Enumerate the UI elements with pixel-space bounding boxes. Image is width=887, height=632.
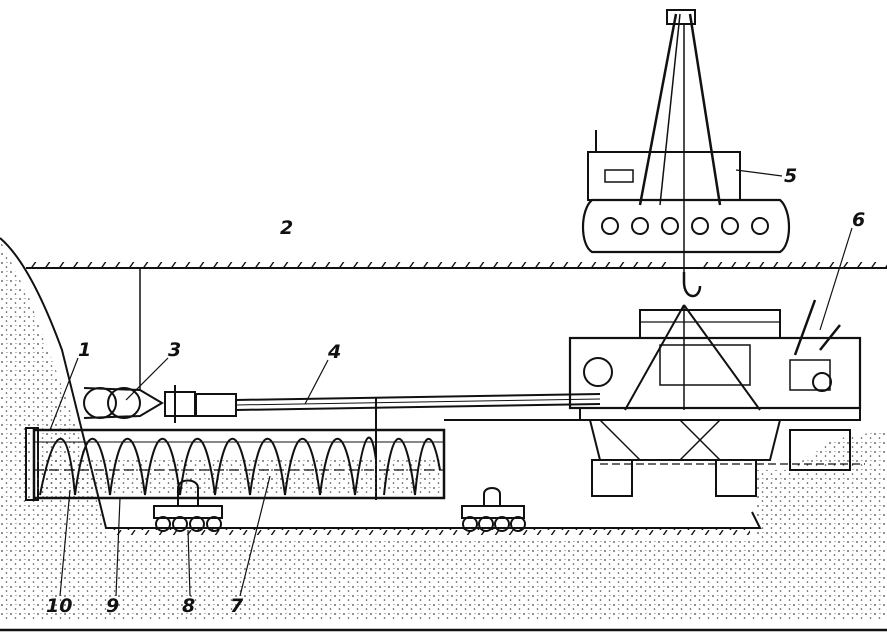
crane-hook [682, 272, 702, 298]
callout-6: 6 [852, 209, 865, 231]
callout-5: 5 [784, 165, 797, 187]
sling-right [683, 304, 761, 411]
leader-6 [819, 227, 853, 331]
leader-8 [187, 529, 191, 597]
crane-boom-left [638, 13, 678, 206]
support-carriage-left [153, 479, 223, 532]
boom-tip [666, 9, 696, 25]
surface-hatching [28, 262, 668, 268]
leader-lines [49, 169, 853, 597]
machine-flywheel [583, 357, 613, 387]
callout-7: 7 [230, 595, 244, 617]
soil-inside-pipe [36, 460, 442, 496]
right-soil-mound [755, 430, 887, 540]
callout-2: 2 [280, 217, 293, 239]
callout-10: 10 [46, 595, 72, 617]
callout-3: 3 [168, 339, 181, 361]
leader-1 [49, 357, 79, 431]
casing-pipe [25, 398, 446, 501]
callout-8: 8 [182, 595, 195, 617]
leader-3 [125, 357, 169, 401]
drive-wheel-2 [107, 387, 141, 419]
leader-9 [115, 497, 121, 597]
drive-ram [83, 385, 601, 430]
machine-truss [589, 419, 781, 461]
crane-boom-right [688, 13, 722, 206]
leader-5 [735, 169, 783, 177]
leader-10 [59, 489, 71, 597]
leader-4 [304, 359, 329, 405]
support-carriage-right [461, 487, 526, 532]
ram-cylinder [195, 393, 237, 417]
leader-7 [239, 475, 271, 597]
soil-bottom [0, 540, 887, 620]
callout-1: 1 [78, 339, 91, 361]
auger-flight-section2 [383, 437, 441, 496]
boring-machine-unit [568, 299, 865, 497]
auger-flight [39, 436, 377, 496]
crane-track [582, 198, 790, 254]
callout-9: 9 [106, 595, 119, 617]
ram-head [164, 391, 196, 417]
pipelayer-crane [582, 9, 790, 411]
callout-4: 4 [327, 341, 341, 363]
sling-left [624, 304, 685, 411]
trench-floor-hatching [110, 528, 750, 535]
callout-labels: 1 2 3 4 5 6 7 8 9 10 [46, 165, 865, 617]
machine-sled [579, 407, 861, 421]
